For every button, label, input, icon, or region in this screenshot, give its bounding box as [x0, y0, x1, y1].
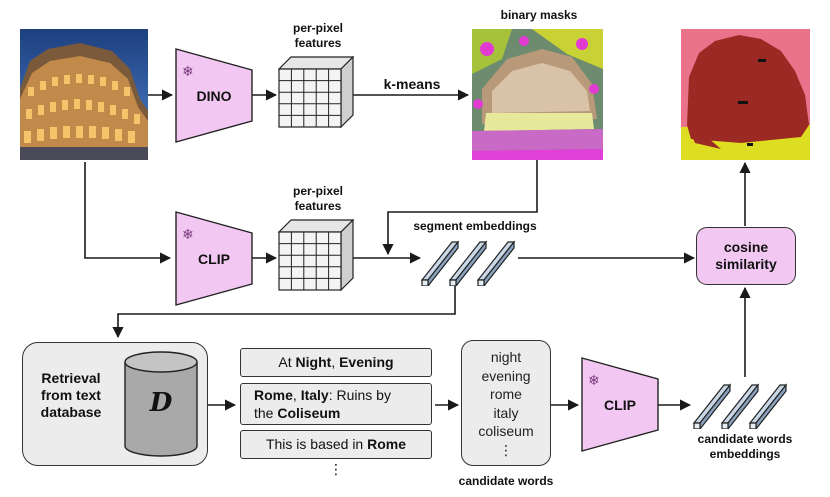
output-segmentation-image: [681, 29, 810, 160]
clip-text-label: CLIP: [604, 397, 636, 413]
candidate-word: evening: [481, 367, 531, 384]
input-image: [20, 29, 148, 160]
cosine-similarity-box: cosine similarity: [696, 227, 796, 285]
database-icon: [124, 351, 198, 457]
database-symbol: D: [149, 388, 173, 418]
snowflake-icon: ❄: [588, 372, 600, 388]
candidate-words-label: candidate words: [458, 474, 554, 488]
caption-2-run: Italy: [300, 387, 329, 403]
snowflake-icon: ❄: [182, 226, 194, 242]
caption-2-run: Rome: [254, 387, 293, 403]
candidate-word: night: [490, 349, 522, 365]
caption-2-run: ,: [292, 387, 301, 403]
caption-1-run: At: [278, 354, 296, 370]
dino-label: DINO: [196, 88, 232, 104]
candidate-word: coliseum: [478, 423, 534, 439]
caption-2-run: Coliseum: [277, 405, 341, 421]
caption-1-run: ,: [331, 354, 340, 370]
candidate-word: rome: [490, 386, 522, 402]
clip-image-label: CLIP: [198, 251, 230, 267]
caption-3: This is based in Rome: [240, 430, 432, 459]
binary-masks-image: [472, 29, 603, 160]
caption-2: Rome, Italy: Ruins by the Coliseum: [240, 383, 432, 425]
caption-2-run: : Ruins by: [328, 387, 391, 403]
candidate-word: italy: [493, 404, 519, 421]
caption-1-run: Evening: [339, 354, 394, 370]
caption-3-run: This is based in: [265, 436, 368, 452]
binary-masks-label: binary masks: [500, 8, 578, 22]
word-embeddings-icon: [692, 383, 788, 429]
candidate-word: ⋮: [499, 441, 513, 458]
per-pixel-features-label-1: per-pixel features: [292, 21, 343, 50]
feature-grid-dino: [278, 56, 354, 128]
cosine-similarity-label: cosine similarity: [715, 239, 777, 272]
segment-embeddings-icon: [420, 240, 516, 286]
candidate-words-box: night evening rome italy coliseum ⋮: [461, 340, 551, 466]
dino-encoder: [175, 48, 253, 143]
clip-encoder-image: [175, 211, 253, 306]
caption-1: At Night, Evening: [240, 348, 432, 377]
per-pixel-features-label-2: per-pixel features: [292, 184, 343, 213]
retrieval-label: Retrieval from text database: [40, 370, 102, 420]
caption-1-run: Night: [295, 354, 332, 370]
caption-3-run: Rome: [367, 436, 407, 452]
clip-encoder-text: [581, 357, 659, 452]
snowflake-icon: ❄: [182, 63, 194, 79]
captions-ellipsis: ⋮: [329, 461, 343, 477]
kmeans-label: k-means: [383, 76, 441, 92]
candidate-words-list: night evening rome italy coliseum ⋮: [462, 348, 550, 459]
feature-grid-clip: [278, 219, 354, 291]
candidate-words-embeddings-label: candidate words embeddings: [697, 432, 793, 461]
segment-embeddings-label: segment embeddings: [413, 219, 537, 233]
caption-2-run: the: [254, 405, 278, 421]
